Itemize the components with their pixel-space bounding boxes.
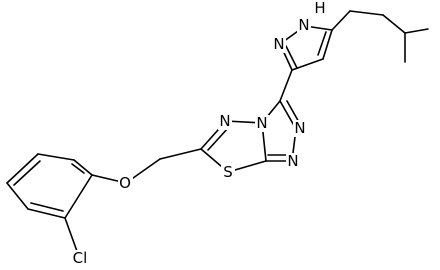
bond-pyrazole-c3-c4 (291, 58, 324, 71)
atom-label-n-pyrazole: N (273, 35, 284, 53)
bond-benzene-5-double (30, 202, 64, 212)
bond-isobutyl-ch (382, 14, 406, 34)
atom-label-cl: Cl (73, 249, 88, 267)
atom-labels: H N N N N N N S O Cl (69, 0, 327, 267)
bond-methyl-upper (404, 28, 429, 34)
bond-aryl-chlorine (64, 217, 79, 255)
atom-label-n-thiadiazole: N (219, 112, 230, 130)
bond-benzene-2 (37, 153, 75, 161)
atom-label-n-triazole-1: N (294, 119, 305, 137)
atom-label-n-nh: N (298, 16, 309, 34)
atom-label-s: S (223, 163, 233, 181)
atom-label-o: O (119, 174, 131, 192)
atom-label-n-triazole-2: N (287, 152, 298, 170)
bond-benzene-4 (6, 182, 29, 210)
atom-label-n-triazole-3: N (256, 114, 267, 132)
bond-isobutyl-ch2 (349, 10, 384, 16)
bond-ring-ch2 (159, 148, 202, 160)
bond-thiadiazole-c-n-double (207, 126, 230, 151)
bond-pyrazole-triazole (279, 69, 293, 102)
bond-pyrazole-c4-c5 (322, 29, 333, 60)
bond-isobutyl-to-ring (331, 10, 351, 31)
bond-benzene-1-double (71, 163, 85, 174)
bond-pyrazole-c4-c5-double (317, 31, 327, 56)
bond-benzene-6 (64, 174, 93, 219)
bonds (6, 10, 429, 255)
bond-benzene-3-double (13, 160, 41, 186)
bond-benzene-3 (6, 153, 39, 184)
bond-benzene-5 (27, 208, 66, 219)
atom-label-h: H (314, 0, 325, 17)
bond-pyrazole-n-c3-double (285, 45, 298, 69)
bond-benzene-1 (73, 159, 93, 176)
